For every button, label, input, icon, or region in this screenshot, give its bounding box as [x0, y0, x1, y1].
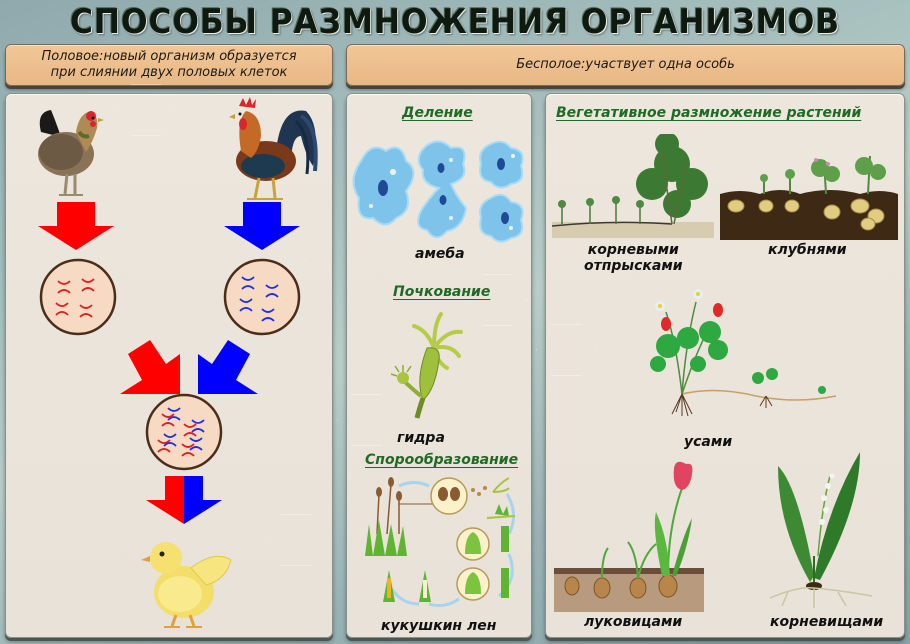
egg-cell-icon — [38, 257, 118, 337]
asexual-reproduction-header: Бесполое:участвует одна особь — [346, 44, 905, 86]
moss-caption: кукушкин лен — [381, 618, 497, 634]
female-arrow-icon — [38, 202, 116, 252]
sporulation-title: Спорообразование — [365, 452, 519, 468]
asexual-header-text: Бесполое:участвует одна особь — [516, 57, 735, 72]
amoeba-division-icon — [351, 136, 531, 254]
amoeba-caption: амеба — [415, 246, 465, 262]
sexual-reproduction-panel — [5, 84, 333, 638]
zygote-cell-icon — [144, 392, 224, 472]
hexagon-decoration — [116, 84, 176, 136]
vegetative-reproduction-panel: Вегетативное размножение растений корнев… — [536, 93, 905, 638]
hexagon-decoration — [266, 514, 326, 566]
male-arrow-icon — [224, 202, 302, 252]
hexagon-decoration — [337, 394, 397, 446]
potato-tubers-icon — [720, 154, 898, 240]
hexagon-decoration — [467, 274, 527, 326]
male-merge-arrow-icon — [192, 340, 260, 396]
moss-lifecycle-icon — [359, 474, 529, 614]
rhizome-caption: корневищами — [770, 614, 884, 630]
sexual-header-line2: при слиянии двух половых клеток — [50, 65, 288, 80]
root-suckers-icon — [552, 134, 718, 240]
female-merge-arrow-icon — [118, 340, 186, 396]
division-title: Деление — [402, 105, 473, 121]
page-title: СПОСОБЫ РАЗМНОЖЕНИЯ ОРГАНИЗМОВ — [69, 2, 841, 42]
root-suckers-caption: корневыми отпрысками — [584, 242, 683, 274]
hydra-icon — [389, 310, 479, 422]
runners-caption: усами — [684, 434, 733, 450]
hen-icon — [31, 102, 106, 202]
asexual-reproduction-panel: Деление амеба Почкование — [337, 93, 532, 638]
offspring-arrow-icon — [146, 476, 224, 526]
tubers-caption: клубнями — [768, 242, 847, 258]
sexual-header-line1: Половое:новый организм образуется — [41, 49, 297, 64]
vegetative-title: Вегетативное размножение растений — [556, 105, 862, 121]
sperm-cell-icon — [222, 257, 302, 337]
bulbs-caption: луковицами — [584, 614, 683, 630]
sexual-reproduction-header: Половое:новый организм образуется при сл… — [5, 44, 333, 86]
lily-rhizome-icon — [768, 446, 876, 614]
chick-icon — [136, 530, 236, 630]
rooster-icon — [221, 96, 321, 206]
strawberry-runners-icon — [646, 282, 846, 422]
budding-title: Почкование — [393, 284, 491, 300]
tulip-bulbs-icon — [552, 458, 708, 614]
hexagon-decoration — [536, 324, 596, 376]
hydra-caption: гидра — [397, 430, 445, 446]
